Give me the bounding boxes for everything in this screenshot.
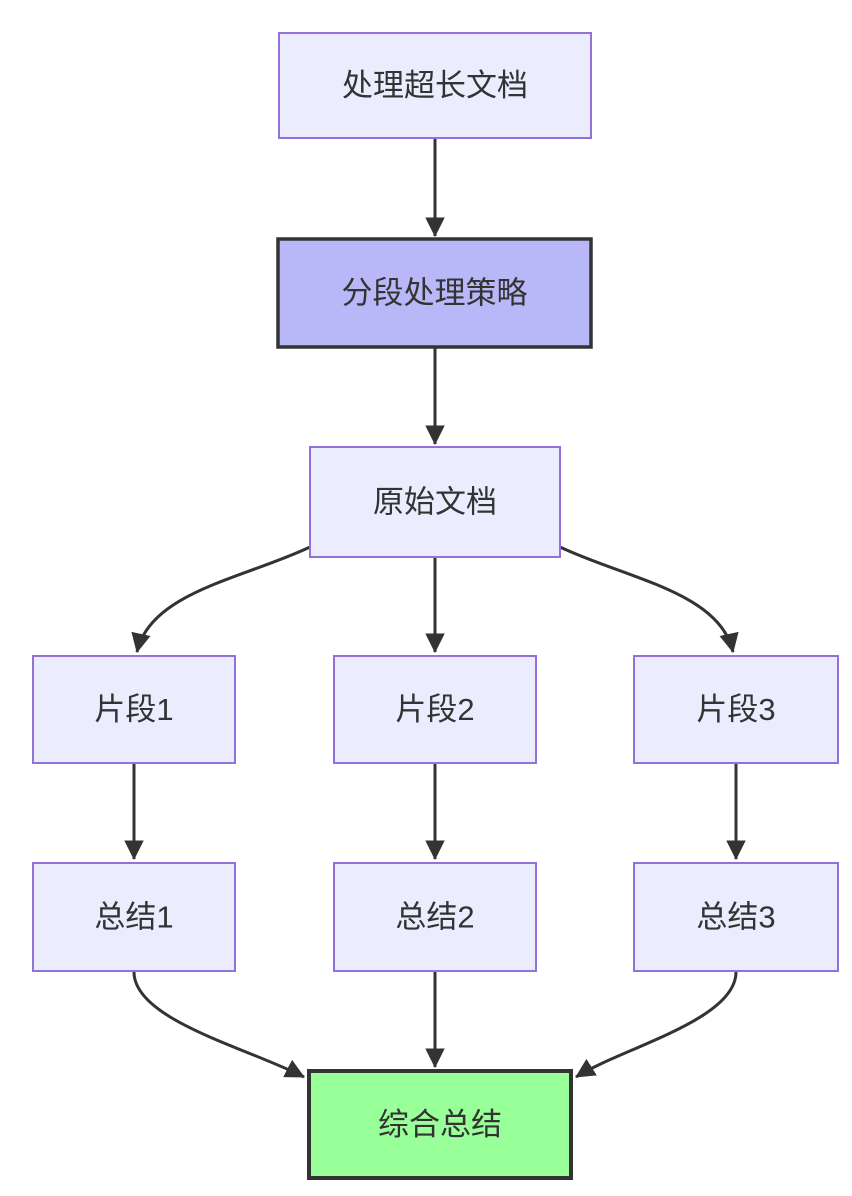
node-fragment-2-label: 片段2 xyxy=(395,692,474,727)
edge-originaldoc-fragment3 xyxy=(559,545,739,653)
node-long-document: 处理超长文档 xyxy=(278,32,592,139)
node-fragment-3-label: 片段3 xyxy=(696,692,775,727)
node-segmentation-strategy: 分段处理策略 xyxy=(276,237,593,349)
node-fragment-1-box xyxy=(32,655,236,764)
node-summary-2-box xyxy=(333,862,537,972)
node-fragment-2: 片段2 xyxy=(333,655,537,764)
node-fragment-3-box xyxy=(633,655,839,764)
edge-layer xyxy=(124,139,746,1079)
node-original-document-label: 原始文档 xyxy=(373,485,497,520)
node-long-document-box xyxy=(278,32,592,139)
node-fragment-1: 片段1 xyxy=(32,655,236,764)
node-summary-3-box xyxy=(633,862,839,972)
node-summary-1-box xyxy=(32,862,236,972)
node-fragment-3: 片段3 xyxy=(633,655,839,764)
node-summary-3: 总结3 xyxy=(633,862,839,972)
node-summary-1-label: 总结1 xyxy=(94,900,173,935)
edge-originaldoc-fragment1 xyxy=(131,545,311,653)
edge-summary3-final xyxy=(575,971,738,1079)
node-segmentation-strategy-label: 分段处理策略 xyxy=(342,276,528,311)
edge-summary1-final xyxy=(132,971,305,1079)
node-segmentation-strategy-box xyxy=(276,237,593,349)
node-original-document-box xyxy=(309,446,561,558)
node-final-summary-label: 综合总结 xyxy=(378,1107,502,1142)
node-summary-3-label: 总结3 xyxy=(696,900,775,935)
node-summary-1: 总结1 xyxy=(32,862,236,972)
node-summary-2-label: 总结2 xyxy=(395,900,474,935)
node-summary-2: 总结2 xyxy=(333,862,537,972)
node-fragment-2-box xyxy=(333,655,537,764)
node-original-document: 原始文档 xyxy=(309,446,561,558)
node-long-document-label: 处理超长文档 xyxy=(342,68,528,103)
node-final-summary-box xyxy=(307,1069,573,1180)
node-fragment-1-label: 片段1 xyxy=(94,692,173,727)
node-final-summary: 综合总结 xyxy=(307,1069,573,1180)
